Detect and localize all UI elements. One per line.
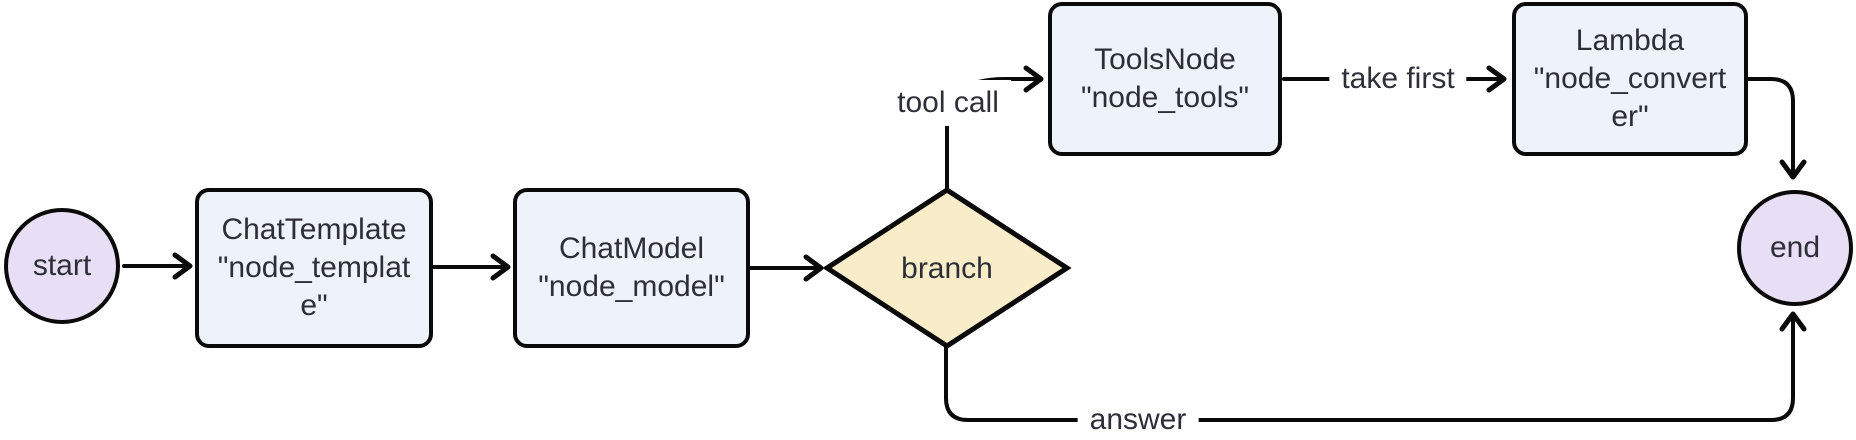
branch-diamond-shape (822, 187, 1072, 349)
node-end-label: end (1769, 231, 1821, 264)
node-tools-node: ToolsNode "node_tools" (1048, 2, 1282, 156)
node-branch-label: branch (901, 252, 993, 285)
node-chat-model-label: ChatModel "node_model" (538, 232, 725, 303)
edge-line (944, 317, 1795, 422)
node-chat-model: ChatModel "node_model" (513, 188, 750, 348)
arrowhead-down-icon (1779, 159, 1807, 180)
edge-start-to-chattemplate (122, 252, 193, 280)
arrowhead-right-icon (172, 252, 193, 280)
node-start: start (4, 208, 120, 324)
edge-label-answer: answer (1077, 397, 1199, 440)
node-end: end (1737, 190, 1853, 306)
arrowhead-up-icon (1779, 311, 1807, 332)
node-tools-node-label: ToolsNode "node_tools" (1080, 43, 1250, 114)
node-converter-label: Lambda "node_convert er" (1533, 24, 1727, 133)
arrowhead-right-icon (1486, 65, 1507, 93)
node-chat-template-label: ChatTemplate "node_templat e" (217, 213, 411, 322)
edge-label-tool-call: tool call (885, 80, 1011, 126)
node-start-label: start (32, 249, 92, 282)
node-converter: Lambda "node_convert er" (1512, 2, 1748, 156)
edge-line (1747, 77, 1795, 174)
arrowhead-right-icon (490, 253, 511, 281)
arrowhead-right-icon (803, 254, 824, 282)
edge-label-take-first: take first (1329, 56, 1467, 102)
node-chat-template: ChatTemplate "node_templat e" (195, 188, 433, 348)
edge-branch-to-end (944, 311, 1807, 422)
edge-chattemplate-to-chatmodel (432, 253, 511, 281)
arrowhead-right-icon (1023, 65, 1044, 93)
edge-chatmodel-to-branch (749, 254, 824, 282)
edge-converter-to-end (1747, 77, 1807, 180)
